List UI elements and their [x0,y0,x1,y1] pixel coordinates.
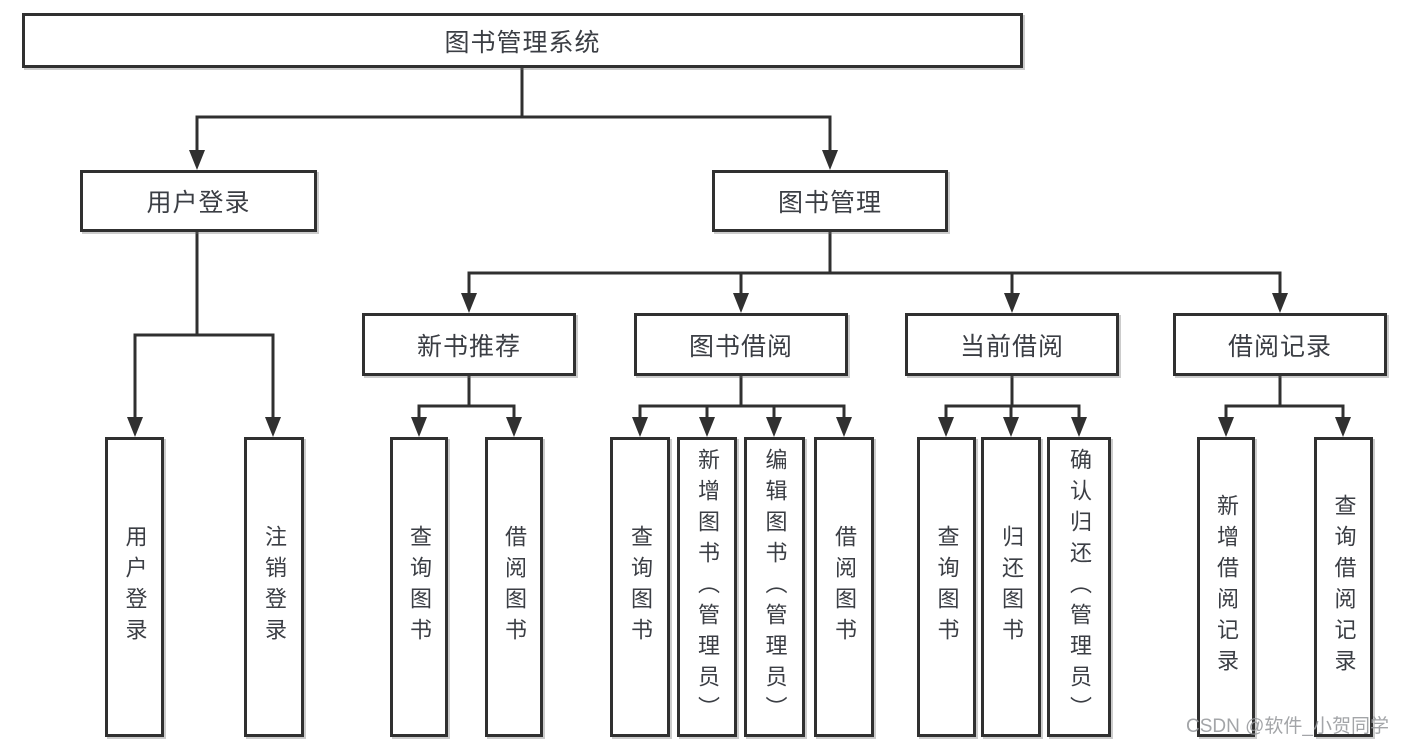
csdn-watermark: CSDN @软件_小贺同学 [1186,716,1389,737]
node-label: 查询图书 [934,525,960,649]
node-label: 用户登录 [122,525,148,649]
node-label: 查询图书 [407,525,432,649]
leaf-add-borrow-record: 新增借阅记录 [1197,437,1255,737]
leaf-confirm-return-admin: 确认归还（管理员） [1047,437,1111,737]
node-label: 新书推荐 [416,332,521,361]
node-label: 图书管理系统 [444,28,601,57]
node-label: 查询图书 [628,525,653,649]
node-label: 确认归还（管理员） [1067,447,1092,727]
leaf-logout: 注销登录 [244,437,304,737]
node-label: 新增借阅记录 [1214,494,1239,680]
leaf-edit-books-admin: 编辑图书（管理员） [744,437,805,737]
leaf-query-books-borrow: 查询图书 [610,437,670,737]
node-current-borrow: 当前借阅 [905,313,1119,376]
node-label: 归还图书 [999,525,1024,649]
node-label: 编辑图书（管理员） [762,447,788,727]
node-book-management: 图书管理 [712,170,948,232]
node-label: 注销登录 [262,525,287,649]
leaf-user-login: 用户登录 [105,437,164,737]
node-label: 新增图书（管理员） [695,447,720,727]
leaf-query-books-current: 查询图书 [917,437,976,737]
leaf-query-books-recommend: 查询图书 [390,437,448,737]
leaf-add-books-admin: 新增图书（管理员） [677,437,737,737]
node-label: 当前借阅 [959,332,1064,361]
node-new-book-recommend: 新书推荐 [362,313,576,376]
node-label: 用户登录 [146,189,251,217]
node-user-login: 用户登录 [80,170,317,232]
node-library-management-system: 图书管理系统 [22,13,1023,68]
node-label: 借阅记录 [1227,332,1332,361]
leaf-borrow-books-recommend: 借阅图书 [485,437,543,737]
node-borrow-record: 借阅记录 [1173,313,1387,376]
leaf-return-books: 归还图书 [981,437,1041,737]
node-book-borrow: 图书借阅 [634,313,848,376]
leaf-query-borrow-record: 查询借阅记录 [1314,437,1373,737]
node-label: 查询借阅记录 [1331,494,1357,680]
node-label: 图书借阅 [688,332,793,361]
leaf-borrow-books: 借阅图书 [814,437,874,737]
node-label: 借阅图书 [832,525,857,649]
node-label: 借阅图书 [502,525,527,649]
node-label: 图书管理 [777,189,882,217]
